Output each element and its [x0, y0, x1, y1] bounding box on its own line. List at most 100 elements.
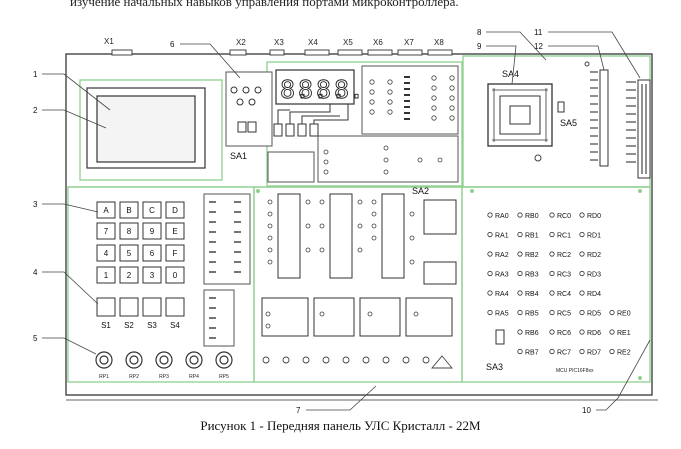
label-s1: S1	[101, 321, 111, 330]
port-terminal	[517, 231, 523, 238]
label-rp4: RP4	[189, 374, 199, 380]
mcu-hole	[584, 61, 590, 67]
green-sections	[67, 55, 651, 383]
bottom-leds	[262, 355, 453, 369]
callout-lines	[42, 31, 651, 411]
port-label-rb2: RB2	[525, 252, 539, 259]
port-label-ra4: RA4	[495, 291, 509, 298]
port-label-rd5: RD5	[587, 311, 601, 318]
port-terminals	[487, 212, 615, 355]
callout-7: 7	[296, 406, 301, 415]
connector-tabs	[111, 49, 453, 56]
seg-digit: 8.	[280, 75, 310, 104]
key-4: 4	[104, 249, 109, 258]
seg-digit: 8.	[334, 75, 364, 104]
figure-caption: Рисунок 1 - Передняя панель УЛС Кристалл…	[200, 418, 481, 433]
label-x4: X4	[308, 38, 318, 47]
misc-switch-dots	[323, 145, 443, 175]
port-terminal	[549, 329, 555, 335]
key-9: 9	[150, 227, 155, 236]
port-terminal	[579, 290, 585, 296]
port-terminal	[579, 212, 585, 218]
jumper-block-a	[203, 193, 251, 285]
corner-dots	[256, 189, 642, 380]
sa1-led	[230, 86, 238, 94]
led-matrix-dots	[369, 75, 455, 121]
sa1-led	[254, 86, 262, 94]
section-lcd	[79, 79, 223, 181]
sa1-block	[225, 71, 273, 147]
port-terminal	[487, 251, 493, 257]
lcd-screen	[96, 95, 196, 163]
port-label-rb0: RB0	[525, 213, 539, 220]
port-terminal	[579, 270, 585, 277]
connector-x5	[337, 49, 363, 56]
callout-5: 5	[33, 334, 38, 343]
port-label-rb7: RB7	[525, 350, 539, 357]
port-terminal	[517, 348, 523, 355]
port-terminal	[517, 309, 523, 316]
port-terminal	[517, 290, 523, 296]
label-x1: X1	[104, 37, 114, 46]
sa1-switch	[247, 121, 257, 133]
label-rp5: RP5	[219, 374, 229, 380]
top-text: изучение начальных навыков управления по…	[70, 0, 459, 9]
sa1-led	[248, 98, 256, 106]
callout-3: 3	[33, 200, 38, 209]
port-terminal	[549, 309, 555, 316]
callout-4: 4	[33, 268, 38, 277]
key-1: 1	[104, 271, 109, 280]
port-label-re2: RE2	[617, 350, 631, 357]
port-terminal	[487, 231, 493, 238]
header-12	[599, 69, 609, 167]
port-terminal	[609, 309, 615, 316]
port-terminal	[487, 270, 493, 277]
key-2: 2	[127, 271, 132, 280]
header-11	[637, 79, 651, 179]
port-label-rb4: RB4	[525, 291, 539, 298]
label-rp1: RP1	[99, 374, 109, 380]
port-label-ra3: RA3	[495, 272, 509, 279]
port-label-ra2: RA2	[495, 252, 509, 259]
connector-x1	[111, 49, 133, 56]
seg-digit: 8.	[298, 75, 328, 104]
port-label-rc3: RC3	[557, 272, 571, 279]
port-label-rc6: RC6	[557, 330, 571, 337]
port-terminal	[609, 348, 615, 355]
seg-wiring	[277, 104, 349, 124]
label-sa5: SA5	[560, 118, 577, 128]
s-buttons	[96, 297, 185, 317]
jumper-pins	[209, 201, 241, 339]
key-D: D	[172, 206, 178, 215]
sa5-switch	[557, 101, 565, 113]
keypad	[96, 201, 185, 284]
port-terminal	[549, 212, 555, 218]
label-s2: S2	[124, 321, 134, 330]
port-terminal	[579, 329, 585, 335]
callout-11: 11	[534, 28, 543, 37]
label-sa1: SA1	[230, 151, 247, 161]
potentiometers	[95, 351, 233, 369]
key-E: E	[172, 227, 177, 236]
port-label-rc4: RC4	[557, 291, 571, 298]
port-label-ra1: RA1	[495, 233, 509, 240]
label-rp2: RP2	[129, 374, 139, 380]
logic-chips	[261, 193, 457, 337]
key-B: B	[126, 206, 131, 215]
key-A: A	[103, 206, 109, 215]
led-matrix-pins	[404, 76, 410, 120]
port-label-rd2: RD2	[587, 252, 601, 259]
header-pins	[590, 71, 647, 174]
port-label-rb1: RB1	[525, 233, 539, 240]
label-sa2: SA2	[412, 186, 429, 196]
port-label-re0: RE0	[617, 311, 631, 318]
port-terminal	[487, 290, 493, 296]
port-terminal	[549, 348, 555, 355]
label-x8: X8	[434, 38, 444, 47]
key-0: 0	[173, 271, 178, 280]
label-x5: X5	[343, 38, 353, 47]
seven-seg-display	[275, 69, 355, 105]
port-label-rb6: RB6	[525, 330, 539, 337]
misc-small-block	[267, 151, 315, 183]
